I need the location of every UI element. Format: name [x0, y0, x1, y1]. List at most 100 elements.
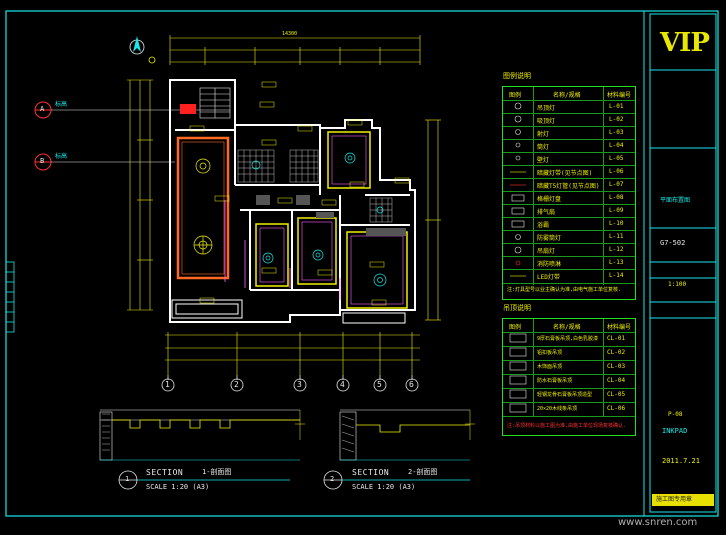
legend-header: 名称/规格 — [553, 92, 581, 99]
approval-stamp — [652, 494, 714, 506]
left-dimensions — [127, 79, 153, 311]
section-title: SECTION — [146, 468, 184, 477]
legend-code: L-04 — [609, 142, 624, 149]
legend-code: CL-05 — [607, 391, 626, 398]
legend-code: L-02 — [609, 116, 624, 123]
legend-name: 铝扣板吊顶 — [537, 350, 563, 356]
legend-name: 暗藏T5灯管(见节点图) — [537, 183, 600, 190]
legend-code: CL-02 — [607, 349, 626, 356]
room-lamps — [251, 152, 387, 287]
legend-code: L-03 — [609, 129, 624, 136]
legend-row: 格栅灯盘 L-08 — [503, 191, 635, 206]
legend-note-row: 注:吊顶材料以施工图为准,由施工单位现场复核确认. — [503, 416, 635, 435]
living-chandelier — [193, 158, 213, 255]
legend-code: L-10 — [609, 220, 624, 227]
legend-name: 9厚石膏板吊顶,白色乳胶漆 — [537, 336, 599, 342]
legend-name: 射灯 — [537, 131, 550, 138]
legend-code: L-09 — [609, 207, 624, 214]
scale-label: 1:100 — [668, 281, 687, 288]
floor-plan-walls — [169, 79, 416, 323]
legend-row: 筒灯 L-04 — [503, 139, 635, 154]
legend-code: L-08 — [609, 194, 624, 201]
legend-header: 材料编号 — [607, 324, 632, 331]
legend-name: 防水石膏板吊顶 — [537, 378, 573, 384]
watermark: www.snren.com — [618, 517, 698, 528]
north-arrow — [129, 36, 156, 64]
legend-code: L-07 — [609, 181, 624, 188]
legend-code: CL-04 — [607, 377, 626, 384]
legend-row: 铝扣板吊顶 CL-02 — [503, 346, 635, 361]
top-dimension-label: 14300 — [282, 31, 298, 37]
staircase — [199, 87, 231, 119]
axis-label: 2 — [234, 380, 239, 389]
legend-code: L-01 — [609, 103, 624, 110]
legend-name: 防雾筒灯 — [537, 235, 562, 242]
legend-row: 防雾筒灯 L-11 — [503, 230, 635, 245]
legend-row: 9厚石膏板吊顶,白色乳胶漆 CL-01 — [503, 332, 635, 347]
legend-symbols — [510, 102, 526, 277]
drawing-date: 2011.7.21 — [662, 457, 700, 465]
legend-name: 壁灯 — [537, 157, 550, 164]
legend-row: 暗藏T5灯管(见节点图) L-07 — [503, 178, 635, 193]
legend-code: CL-06 — [607, 405, 626, 412]
approval-name: INKPAD — [662, 427, 688, 435]
legend-name: 格栅灯盘 — [537, 196, 562, 203]
level-label: 标高 — [55, 153, 68, 160]
legend-name: LED灯带 — [537, 274, 560, 281]
legend-name: 排气扇 — [537, 209, 556, 216]
legend-name: 轻钢龙骨石膏板吊顶造型 — [537, 392, 593, 398]
legend-name: 木饰面吊顶 — [537, 364, 563, 370]
legend-row: 防水石膏板吊顶 CL-04 — [503, 374, 635, 389]
axis-grid-bottom — [161, 375, 419, 392]
section-title: SECTION — [352, 468, 390, 477]
legend-name: 浴霸 — [537, 222, 550, 229]
legend-title: 图例说明 — [503, 72, 531, 80]
section-number: 1 — [125, 475, 130, 483]
legend-code: L-11 — [609, 233, 624, 240]
top-dimensions — [169, 35, 421, 65]
legend-name: 吸顶灯 — [537, 118, 556, 125]
axis-label: 1 — [165, 380, 170, 389]
legend-header: 图例 — [509, 324, 522, 331]
legend-name: 消防喷淋 — [537, 261, 562, 268]
legend-row: 吸顶灯 L-02 — [503, 113, 635, 128]
legend-name: 20×20木线条吊顶 — [537, 406, 578, 412]
bottom-dimensions — [165, 332, 420, 375]
legend-code: L-12 — [609, 246, 624, 253]
section-number: 2 — [330, 475, 335, 483]
drawing-name: 平面布置图 — [660, 197, 691, 204]
tiled-ceilings — [237, 149, 393, 223]
section-2-detail — [339, 409, 475, 461]
section-scale: SCALE 1:20 (A3) — [352, 483, 416, 491]
left-side-ticks — [5, 261, 15, 333]
legend-code: L-14 — [609, 272, 624, 279]
section-1-detail — [99, 409, 305, 461]
section-bubbles — [118, 470, 470, 490]
annotation-tags — [189, 81, 410, 306]
legend-title: 吊顶说明 — [503, 304, 531, 312]
stamp-label: 施工图专用章 — [656, 496, 693, 503]
axis-label: B — [40, 157, 45, 165]
living-ceiling — [176, 136, 230, 280]
legend-code: CL-01 — [607, 335, 626, 342]
section-scale: SCALE 1:20 (A3) — [146, 483, 210, 491]
legend-header: 图例 — [509, 92, 522, 99]
ceiling-legend-symbols — [509, 333, 527, 413]
axis-label: 3 — [297, 380, 302, 389]
fixtures — [256, 195, 406, 236]
title-block-frame — [649, 13, 717, 513]
legend-code: L-06 — [609, 168, 624, 175]
legend-note-row: 注:灯具型号以业主确认为准,由电气施工单位复核. — [503, 283, 635, 298]
legend-note: 注:灯具型号以业主确认为准,由电气施工单位复核. — [507, 287, 622, 293]
section-subtitle: 2-剖面图 — [408, 468, 438, 476]
legend-name: 筒灯 — [537, 144, 550, 151]
right-dimensions — [425, 119, 441, 321]
legend-code: L-13 — [609, 259, 624, 266]
